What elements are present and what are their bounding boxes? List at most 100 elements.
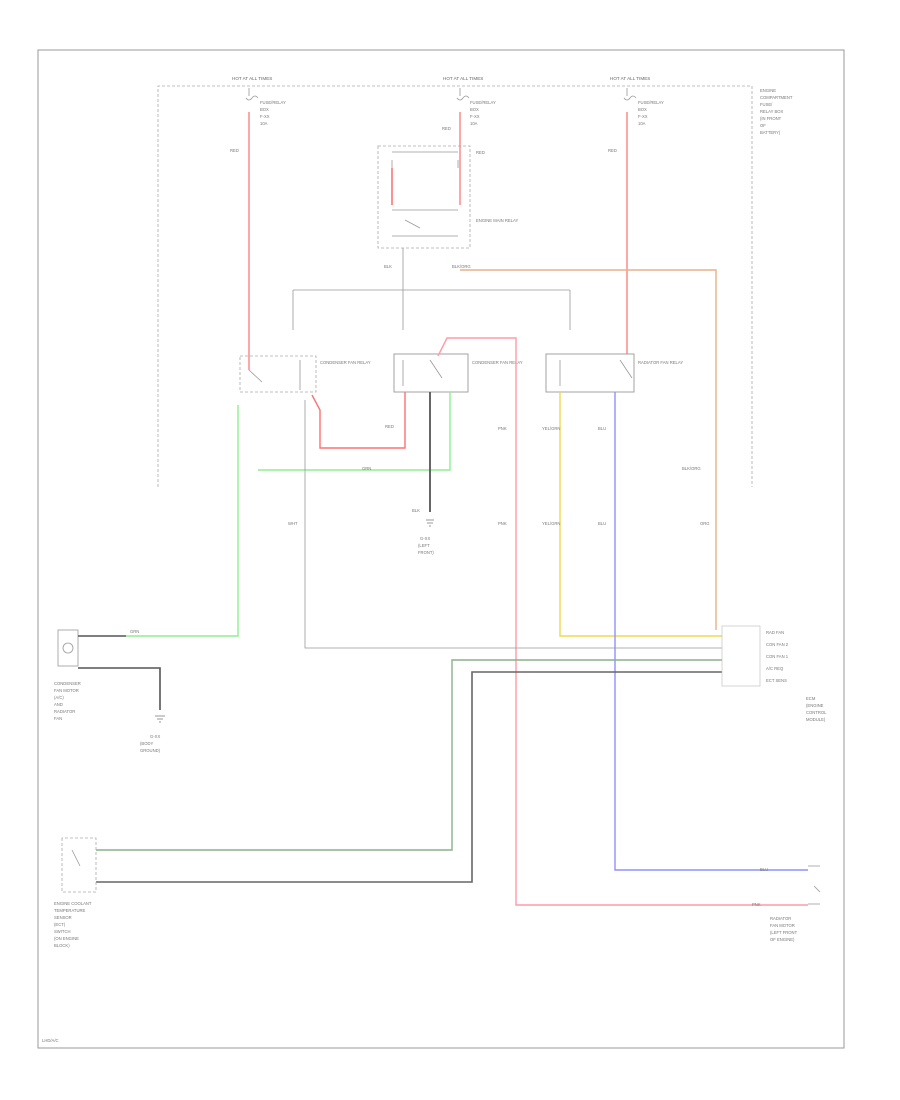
radiator-fan-motor: RADIATOR FAN MOTOR (LEFT FRONT OF ENGINE… bbox=[770, 865, 821, 942]
relay-1-label: CONDENSER FAN RELAY bbox=[320, 360, 371, 365]
label-blu-2: BLU bbox=[598, 521, 606, 526]
label-pnk-1: PNK bbox=[498, 426, 507, 431]
ecm-connector: RAD FAN CON FAN 2 CON FAN 1 A/C REQ ECT … bbox=[721, 625, 827, 722]
fuse-right-info-3: 10A bbox=[638, 121, 646, 126]
label-pnk-2: PNK bbox=[498, 521, 507, 526]
label-red-center: RED bbox=[442, 126, 451, 131]
wire-blk-feed bbox=[292, 248, 571, 330]
fuse-right-label: HOT AT ALL TIMES bbox=[610, 76, 650, 81]
wire-grn bbox=[126, 392, 451, 637]
label-blk-feed: BLK bbox=[384, 264, 392, 269]
ground-lower-0: G-XX bbox=[150, 734, 160, 739]
ecm-label-3: MODULE) bbox=[806, 717, 826, 722]
fuse-box-outline bbox=[157, 85, 753, 487]
fuse-box-note: ENGINE COMPARTMENT FUSE/ RELAY BOX (IN F… bbox=[760, 88, 793, 135]
label-grn-1: GRN bbox=[362, 466, 371, 471]
wire-pnk bbox=[437, 337, 808, 906]
label-blk-org-top: BLK/ORG bbox=[452, 264, 471, 269]
wire-grn-blk bbox=[96, 659, 722, 851]
note-line-0: ENGINE bbox=[760, 88, 776, 93]
fuse-left-info-3: 10A bbox=[260, 121, 268, 126]
ect-line-6: BLOCK) bbox=[54, 943, 70, 948]
label-org: ORG bbox=[700, 521, 710, 526]
wire-blk-org bbox=[460, 269, 717, 630]
label-blk-org-right: BLK/ORG bbox=[682, 466, 701, 471]
fuse-center-info-2: F-XX bbox=[470, 114, 480, 119]
left-comp-0: CONDENSER bbox=[54, 681, 81, 686]
label-pnk-3: PNK bbox=[752, 902, 761, 907]
ecm-pin-4: ECT SENS bbox=[766, 678, 787, 683]
fuse-right: HOT AT ALL TIMES FUSE/RELAY BOX F-XX 10A bbox=[610, 76, 664, 126]
ground-lower-2: GROUND) bbox=[140, 748, 161, 753]
fuse-left-info-1: BOX bbox=[260, 107, 269, 112]
fuse-right-info-1: BOX bbox=[638, 107, 647, 112]
left-comp-2: (A/C) bbox=[54, 695, 64, 700]
condenser-fan-relay-2: CONDENSER FAN RELAY bbox=[393, 353, 523, 393]
condenser-fan-relay-1: CONDENSER FAN RELAY bbox=[239, 355, 371, 393]
ground-lower-1: (BODY bbox=[140, 741, 153, 746]
note-line-2: FUSE/ bbox=[760, 102, 773, 107]
fuse-center-label: HOT AT ALL TIMES bbox=[443, 76, 483, 81]
ground-symbol-lower: G-XX (BODY GROUND) bbox=[140, 715, 165, 753]
label-blu-3: BLU bbox=[760, 867, 768, 872]
left-comp-3: AND bbox=[54, 702, 63, 707]
fuse-right-info-2: F-XX bbox=[638, 114, 648, 119]
wire-blk-ect bbox=[96, 671, 722, 883]
note-line-6: BATTERY) bbox=[760, 130, 781, 135]
fuse-center: HOT AT ALL TIMES FUSE/RELAY BOX F-XX 10A bbox=[443, 76, 496, 126]
ecm-pin-0: RAD FAN bbox=[766, 630, 784, 635]
engine-main-relay: RED ENGINE MAIN RELAY bbox=[377, 145, 518, 249]
relay-3-label: RADIATOR FAN RELAY bbox=[638, 360, 683, 365]
ect-line-2: SENSOR bbox=[54, 915, 72, 920]
ect-line-0: ENGINE COOLANT bbox=[54, 901, 92, 906]
condenser-fan-motor: CONDENSER FAN MOTOR (A/C) AND RADIATOR F… bbox=[54, 629, 161, 721]
label-blu-1: BLU bbox=[598, 426, 606, 431]
fuse-left: HOT AT ALL TIMES FUSE/RELAY BOX F-XX 10A bbox=[232, 76, 286, 126]
fuse-center-info-3: 10A bbox=[470, 121, 478, 126]
ecm-pin-3: A/C REQ bbox=[766, 666, 784, 671]
right-comp-2: (LEFT FRONT bbox=[770, 930, 798, 935]
ect-line-3: (ECT) bbox=[54, 922, 66, 927]
fuse-left-label: HOT AT ALL TIMES bbox=[232, 76, 272, 81]
right-comp-1: FAN MOTOR bbox=[770, 923, 795, 928]
ecm-pin-1: CON FAN 2 bbox=[766, 642, 789, 647]
ground-line-2: FRONT) bbox=[418, 550, 434, 555]
radiator-fan-relay: RADIATOR FAN RELAY bbox=[545, 353, 683, 393]
fuse-left-info-2: F-XX bbox=[260, 114, 270, 119]
note-line-4: (IN FRONT bbox=[760, 116, 782, 121]
ecm-pin-2: CON FAN 1 bbox=[766, 654, 789, 659]
wire-wht bbox=[304, 400, 722, 649]
left-comp-1: FAN MOTOR bbox=[54, 688, 79, 693]
ect-line-4: SWITCH bbox=[54, 929, 71, 934]
fuse-center-info-1: BOX bbox=[470, 107, 479, 112]
wire-red-loop bbox=[311, 392, 406, 449]
ecm-label-1: (ENGINE bbox=[806, 703, 824, 708]
ground-line-0: G-XX bbox=[420, 536, 430, 541]
label-red-right: RED bbox=[608, 148, 617, 153]
label-red-left: RED bbox=[230, 148, 239, 153]
wire-blu bbox=[614, 392, 808, 871]
relay-2-label: CONDENSER FAN RELAY bbox=[472, 360, 523, 365]
note-line-1: COMPARTMENT bbox=[760, 95, 793, 100]
label-grn-2: GRN bbox=[130, 629, 139, 634]
note-line-3: RELAY BOX bbox=[760, 109, 784, 114]
right-comp-3: OF ENGINE) bbox=[770, 937, 795, 942]
ground-line-1: (LEFT bbox=[418, 543, 430, 548]
ect-line-5: (ON ENGINE bbox=[54, 936, 79, 941]
ground-symbol: G-XX (LEFT FRONT) bbox=[418, 519, 434, 555]
diagram-code: LHD/A/C bbox=[42, 1038, 59, 1043]
ecm-label-2: CONTROL bbox=[806, 710, 827, 715]
fuse-right-info-0: FUSE/RELAY bbox=[638, 100, 664, 105]
fuse-center-info-0: FUSE/RELAY bbox=[470, 100, 496, 105]
fuse-left-info-0: FUSE/RELAY bbox=[260, 100, 286, 105]
label-yel-grn-2: YEL/GRN bbox=[542, 521, 560, 526]
label-relay-red: RED bbox=[476, 150, 485, 155]
label-wht: WHT bbox=[288, 521, 298, 526]
wire-yel-grn bbox=[559, 392, 722, 637]
right-comp-0: RADIATOR bbox=[770, 916, 791, 921]
diagram-frame bbox=[37, 49, 845, 1049]
label-blk-ground: BLK bbox=[412, 508, 420, 513]
label-yel-grn-1: YEL/GRN bbox=[542, 426, 560, 431]
label-red-loop: RED bbox=[385, 424, 394, 429]
